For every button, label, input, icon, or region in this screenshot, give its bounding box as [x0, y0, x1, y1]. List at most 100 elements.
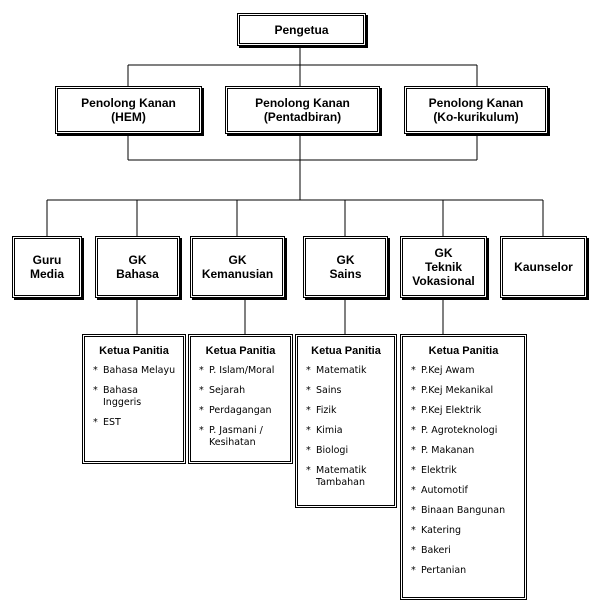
box-label-line1: Penolong Kanan — [255, 96, 350, 110]
panel-list: * Bahasa Melayu * Bahasa Inggeris *EST — [85, 365, 183, 429]
bullet-star: * — [411, 365, 416, 376]
box-label-line2: (HEM) — [111, 110, 146, 124]
list-item: * Katering — [411, 525, 520, 537]
list-item: * P. Agroteknologi — [411, 425, 520, 437]
bullet-star: * — [411, 465, 416, 476]
list-item-text: P. Agroteknologi — [421, 425, 498, 436]
box-label-line2: (Pentadbiran) — [263, 110, 342, 124]
list-item: * Bahasa Inggeris — [93, 385, 179, 409]
bullet-star: * — [411, 505, 416, 516]
list-item: * P. Jasmani / Kesihatan — [199, 425, 286, 449]
panel-list: * P.Kej Awam * P.Kej Mekanikal * P.Kej Elek… — [403, 365, 524, 577]
list-item-text: Fizik — [316, 405, 337, 416]
box-label-line2: Media — [29, 267, 64, 281]
bullet-star: * — [306, 465, 311, 476]
bullet-star: * — [93, 365, 98, 376]
list-item: *Matematik — [306, 365, 390, 377]
box-label-line2: Sains — [329, 267, 362, 281]
list-item: * P.Kej Mekanikal — [411, 385, 520, 397]
list-item: * Kimia — [306, 425, 390, 437]
box-label-line2: Teknik — [424, 260, 463, 274]
list-item-text: Bahasa Inggeris — [103, 385, 142, 408]
list-item: * Sejarah — [199, 385, 286, 397]
bullet-star: * — [306, 445, 311, 456]
list-item: *EST — [93, 417, 179, 429]
list-item-text: P.Kej Awam — [421, 365, 475, 376]
box-label-line1: GK — [434, 246, 453, 260]
panel-list: *Matematik *Sains *Fizik *Kimia *Biologi… — [298, 365, 394, 489]
bullet-star: * — [199, 425, 204, 436]
list-item-text: P. Islam/Moral — [209, 365, 275, 376]
panel-title: Ketua Panitia — [311, 345, 381, 357]
panel-teknik-vokasional: Ketua Panitia *P.Kej Awam *P.Kej Mekanik… — [400, 334, 527, 600]
box-label-line1: GK — [336, 253, 355, 267]
bullet-star: * — [411, 405, 416, 416]
box-label-line2: (Ko-kurikulum) — [433, 110, 519, 124]
list-item: *Pertanian — [411, 565, 520, 577]
list-item: * P.Kej Awam — [411, 365, 520, 377]
list-item-text: Sains — [316, 385, 342, 396]
box-label-line1: GK — [228, 253, 247, 267]
list-item: * Bahasa Melayu — [93, 365, 179, 377]
list-item-text: Binaan Bangunan — [421, 505, 506, 516]
list-item: *Perdagangan — [199, 405, 286, 417]
box-label-line3: Vokasional — [412, 274, 475, 288]
bullet-star: * — [306, 425, 311, 436]
list-item-text: Pertanian — [421, 565, 467, 576]
list-item-text: P. Jasmani / Kesihatan — [209, 425, 263, 448]
list-item-text: Matematik Tambahan — [316, 465, 367, 488]
pengetua-box: Pengetua — [237, 13, 366, 46]
list-item-text: P.Kej Mekanikal — [421, 385, 494, 396]
list-item-text: Kimia — [316, 425, 343, 436]
box-label-line1: Penolong Kanan — [428, 96, 524, 110]
bullet-star: * — [411, 545, 416, 556]
list-item-text: EST — [103, 417, 121, 428]
panel-title: Ketua Panitia — [99, 345, 169, 357]
guru-media-box: Guru Media — [12, 236, 82, 298]
bullet-star: * — [411, 425, 416, 436]
list-item-text: Bahasa Melayu — [103, 365, 176, 376]
list-item-text: P. Makanan — [421, 445, 475, 456]
bullet-star: * — [411, 485, 416, 496]
list-item-text: Automotif — [421, 485, 468, 496]
list-item: * Bakeri — [411, 545, 520, 557]
bullet-star: * — [199, 365, 204, 376]
bullet-star: * — [199, 405, 204, 416]
list-item-text: Sejarah — [209, 385, 246, 396]
gk-bahasa-box: GK Bahasa — [95, 236, 180, 298]
panel-title: Ketua Panitia — [205, 345, 276, 357]
gk-kemanusian-box: GK Kemanusian — [190, 236, 285, 298]
list-item-text: P.Kej Elektrik — [421, 405, 482, 416]
panel-sains: Ketua Panitia *Matematik *Sains *Fizik *… — [295, 334, 397, 508]
gk-teknik-vokasional-box: GK Teknik Vokasional — [400, 236, 487, 298]
box-label-line1: GK — [128, 253, 147, 267]
panel-bahasa: Ketua Panitia * Bahasa Melayu * Bahasa Ing… — [82, 334, 186, 464]
list-item: * Matematik Tambahan — [306, 465, 390, 489]
pengetua-label: Pengetua — [274, 22, 329, 37]
box-label-line1: Guru — [32, 253, 62, 267]
penolong-kanan-kokurikulum-box: Penolong Kanan (Ko-kurikulum) — [404, 86, 548, 134]
list-item: * P. Makanan — [411, 445, 520, 457]
list-item: * Automotif — [411, 485, 520, 497]
list-item-text: Katering — [421, 525, 462, 536]
list-item: *Fizik — [306, 405, 390, 417]
list-item: * P.Kej Elektrik — [411, 405, 520, 417]
list-item-text: Elektrik — [421, 465, 457, 476]
bullet-star: * — [306, 365, 311, 376]
panel-list: * P. Islam/Moral * Sejarah *Perdagangan * P… — [191, 365, 290, 449]
bullet-star: * — [306, 385, 311, 396]
box-label-line1: Penolong Kanan — [81, 96, 176, 110]
bullet-star: * — [93, 385, 98, 396]
box-label-line1: Kaunselor — [514, 260, 573, 274]
list-item: * Sains — [306, 385, 390, 397]
bullet-star: * — [411, 445, 416, 456]
bullet-star: * — [411, 525, 416, 536]
bullet-star: * — [411, 385, 416, 396]
penolong-kanan-hem-box: Penolong Kanan (HEM) — [55, 86, 202, 134]
gk-sains-box: GK Sains — [303, 236, 388, 298]
list-item: * Elektrik — [411, 465, 520, 477]
bullet-star: * — [199, 385, 204, 396]
list-item-text: Bakeri — [421, 545, 451, 556]
kaunselor-box: Kaunselor — [500, 236, 587, 298]
